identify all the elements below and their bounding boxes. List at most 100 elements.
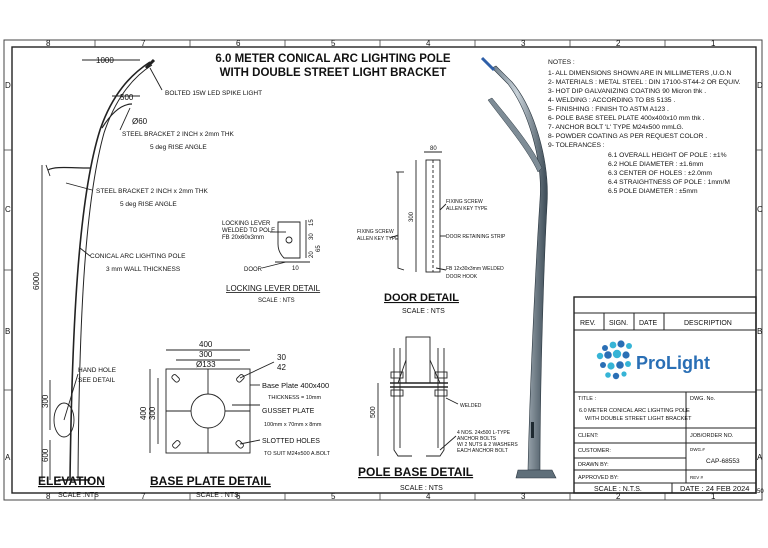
- tolerance-5: 6.5 POLE DIAMETER : ±5mm: [608, 188, 698, 195]
- pole-base-title: POLE BASE DETAIL: [358, 465, 473, 479]
- title-block: [573, 296, 757, 494]
- zone-left-D: D: [5, 81, 11, 90]
- zone-right-B: B: [757, 327, 762, 336]
- zone-bottom-4: 4: [426, 492, 431, 501]
- door-screw1b: ALLEN KEY TYPE: [446, 206, 488, 212]
- polebase-anchor1: 4 NOS. 24x500 L-TYPE: [457, 430, 511, 436]
- prolight-logo-text: ProLight: [636, 353, 710, 373]
- zone-bottom-8: 8: [46, 492, 51, 501]
- lock-label-door: DOOR: [244, 267, 263, 273]
- tolerance-1: 6.1 OVERALL HEIGHT OF POLE : ±1%: [608, 152, 727, 159]
- elev-dim-1000: 1000: [96, 56, 114, 65]
- rev-header-sign: SIGN.: [609, 320, 628, 327]
- tb-job-label: JOB/ORDER NO.: [690, 433, 734, 439]
- elevation-view: [41, 58, 163, 481]
- zone-top-5: 5: [331, 39, 336, 48]
- tb-title-text2: WITH DOUBLE STREET LIGHT BRACKET: [585, 416, 692, 422]
- zone-top-2: 2: [616, 39, 621, 48]
- elev-label-bracket1: STEEL BRACKET 2 INCH x 2mm THK: [122, 131, 235, 138]
- tb-client-label: CLIENT:: [578, 433, 599, 439]
- lock-dim-30: 30: [309, 233, 315, 240]
- door-screw2b: ALLEN KEY TYPE: [357, 236, 399, 242]
- zone-right-C: C: [757, 205, 763, 214]
- tb-customer-label: CUSTOMER:: [578, 448, 611, 454]
- elev-label-pole: CONICAL ARC LIGHTING POLE: [90, 253, 186, 260]
- base-dim-30: 30: [277, 353, 286, 362]
- elev-label-handhole2: SEE DETAIL: [78, 377, 115, 384]
- tb-rev-label: REV #: [690, 475, 704, 480]
- base-dim-400-side: 400: [139, 406, 148, 420]
- zone-bottom-7: 7: [141, 492, 146, 501]
- base-plate-scale: SCALE : NTS: [196, 492, 239, 499]
- pole-base-view: [377, 336, 459, 457]
- base-label-gusset: GUSSET PLATE: [262, 408, 315, 415]
- base-label-slot: TO SUIT M24x500 A.BOLT: [264, 451, 331, 457]
- polebase-dim-500: 500: [370, 406, 377, 418]
- door-dim-80: 80: [430, 146, 437, 152]
- zone-top-1: 1: [711, 39, 716, 48]
- door-screw1a: FIXING SCREW: [446, 199, 483, 205]
- note-9: 9- TOLERANCES :: [548, 142, 605, 149]
- tb-dwg-number: CAP-68553: [706, 458, 740, 465]
- base-dim-300-side: 300: [148, 406, 157, 420]
- elev-label-light: BOLTED 15W LED SPIKE LIGHT: [165, 90, 262, 97]
- lock-label3: FB 20x60x3mm: [222, 235, 264, 241]
- polebase-welded: WELDED: [460, 403, 482, 409]
- lock-label1: LOCKING LEVER: [222, 221, 271, 227]
- note-5: 5- FINISHING : FINISH TO ASTM A123 .: [548, 106, 669, 113]
- prolight-logo-mark: [596, 340, 632, 380]
- door-screw2a: FIXING SCREW: [357, 229, 394, 235]
- right-edge-mark: 50: [757, 489, 764, 495]
- base-dim-300-top: 300: [199, 350, 213, 359]
- tb-drawn-label: DRAWN BY:: [578, 462, 609, 468]
- base-dim-400-top: 400: [199, 340, 213, 349]
- zone-top-7: 7: [141, 39, 146, 48]
- door-strip: DOOR RETAINING STRIP: [446, 234, 506, 240]
- base-label-slotted: SLOTTED HOLES: [262, 438, 320, 445]
- notes-block: NOTES : 1- ALL DIMENSIONS SHOWN ARE IN M…: [548, 59, 741, 195]
- tolerance-3: 6.3 CENTER OF HOLES : ±2.0mm: [608, 170, 712, 177]
- pole-3d-render: [480, 56, 557, 479]
- zone-bottom-3: 3: [521, 492, 526, 501]
- elev-dim-300: 300: [41, 394, 50, 408]
- tolerance-2: 6.2 HOLE DIAMETER : ±1.6mm: [608, 161, 704, 168]
- elev-dim-600: 600: [41, 448, 50, 462]
- zone-top-8: 8: [46, 39, 51, 48]
- polebase-anchor4: EACH ANCHOR BOLT: [457, 448, 508, 454]
- zone-top-4: 4: [426, 39, 431, 48]
- zone-left-B: B: [5, 327, 10, 336]
- zone-top-3: 3: [521, 39, 526, 48]
- base-dim-dia133: Ø133: [196, 360, 216, 369]
- base-dim-42: 42: [277, 363, 286, 372]
- note-4: 4- WELDING : ACCORDING TO BS 5135 .: [548, 97, 675, 104]
- lock-label2: WELDED TO POLE: [222, 228, 275, 234]
- tb-title-text1: 6.0 METER CONICAL ARC LIGHTING POLE: [579, 408, 690, 414]
- elevation-title: ELEVATION: [38, 474, 105, 488]
- rev-header-rev: REV.: [580, 320, 596, 327]
- elev-label-rise1: 5 deg RISE ANGLE: [150, 144, 207, 151]
- rev-header-date: DATE: [639, 320, 657, 327]
- zone-right-D: D: [757, 81, 763, 90]
- tolerance-4: 6.4 STRAIGHTNESS OF POLE : 1mm/M: [608, 179, 730, 186]
- locking-lever-view: [261, 220, 310, 269]
- tb-title-label: TITLE :: [578, 396, 597, 402]
- note-3: 3- HOT DIP GALVANIZING COATING 90 Micron…: [548, 88, 706, 95]
- zone-left-C: C: [5, 205, 11, 214]
- lock-dim-65: 65: [316, 245, 322, 252]
- base-label-gusset-size: 100mm x 70mm x 8mm: [264, 422, 322, 428]
- tb-scale: SCALE : N.T.S.: [594, 486, 642, 493]
- note-7: 7- ANCHOR BOLT 'L' TYPE M24x500 mmLG.: [548, 124, 684, 131]
- base-plate-title: BASE PLATE DETAIL: [150, 474, 271, 488]
- base-label-thk: THICKNESS = 10mm: [268, 395, 321, 401]
- door-hook: DOOR HOOK: [446, 274, 478, 280]
- elev-dim-6000: 6000: [32, 272, 41, 290]
- locking-title: LOCKING LEVER DETAIL: [226, 284, 321, 293]
- elev-label-handhole1: HAND HOLE: [78, 367, 117, 374]
- zone-top-6: 6: [236, 39, 241, 48]
- lock-dim-20: 20: [309, 251, 315, 258]
- rev-header-description: DESCRIPTION: [684, 320, 732, 327]
- door-view: [389, 151, 447, 273]
- locking-scale: SCALE : NTS: [258, 298, 295, 304]
- zone-right-A: A: [757, 453, 763, 462]
